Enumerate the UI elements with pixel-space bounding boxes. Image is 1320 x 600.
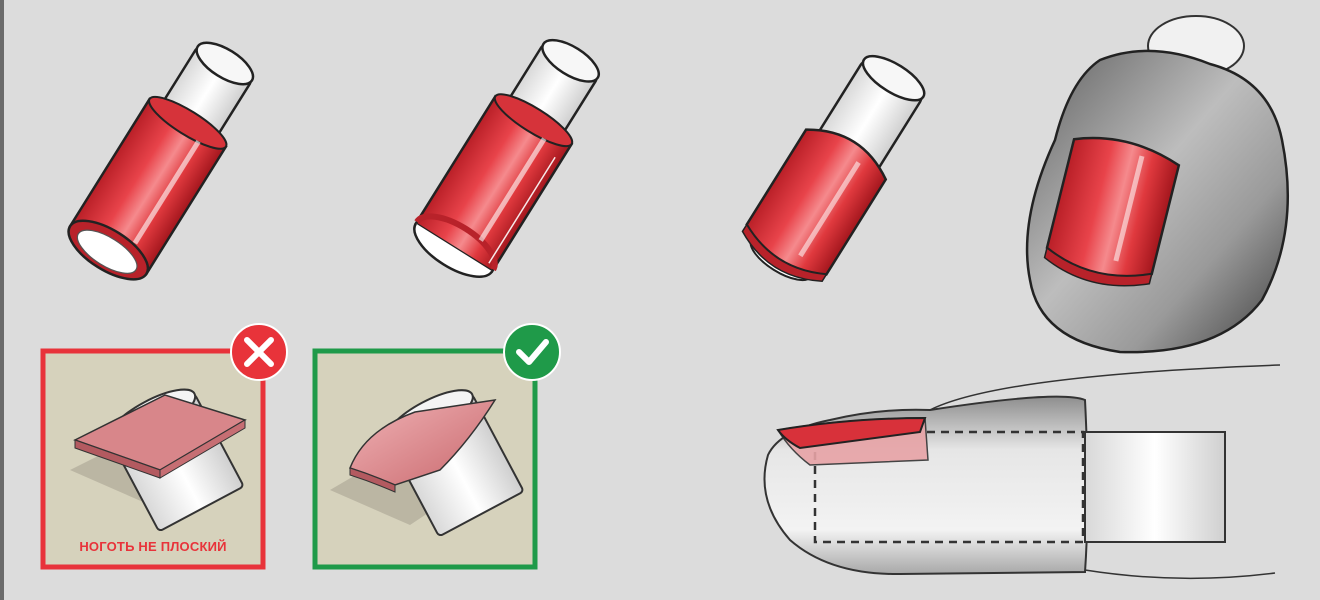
full-tube-figure [59, 28, 270, 291]
wrong-panel [43, 324, 287, 567]
wrong-panel-caption: НОГОТЬ НЕ ПЛОСКИЙ [46, 539, 260, 554]
open-tube-figure [405, 25, 616, 288]
right-badge [504, 324, 560, 380]
finger-side-view-figure [764, 365, 1280, 578]
fingertip-nail-figure [1027, 16, 1288, 352]
right-panel [315, 324, 560, 567]
wrong-badge [231, 324, 287, 380]
nail-segment-figure [734, 41, 941, 294]
